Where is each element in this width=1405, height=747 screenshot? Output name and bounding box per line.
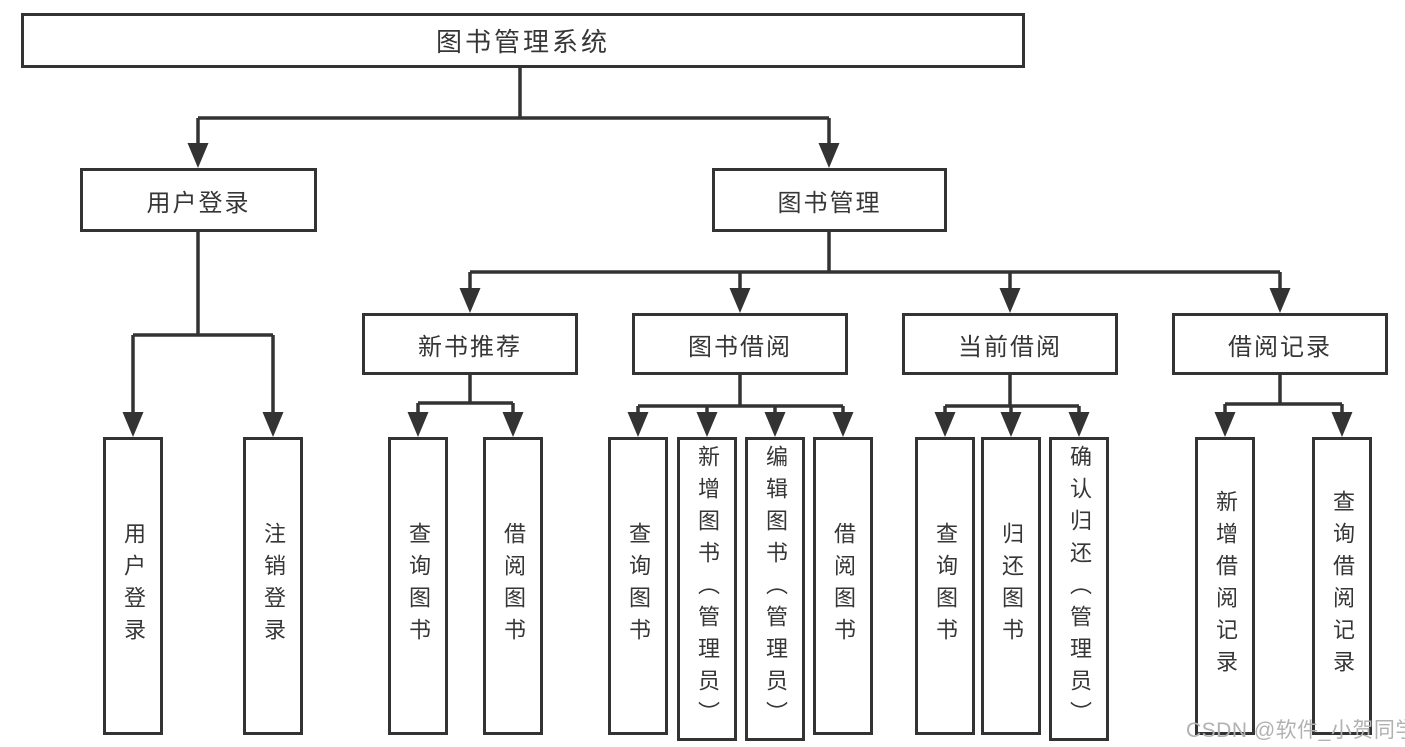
leaf-borrow-edit-book-admin: 编辑图书（管理员） — [745, 437, 805, 741]
node-user-login: 用户登录 — [80, 168, 317, 232]
node-current-borrow: 当前借阅 — [902, 313, 1118, 375]
node-book-management: 图书管理 — [712, 168, 947, 232]
connector-records-to-leaves — [1223, 375, 1344, 415]
leaf-newrec-borrow-book: 借阅图书 — [483, 437, 543, 735]
leaf-user-login: 用户登录 — [103, 437, 163, 735]
leaf-current-query-books: 查询图书 — [915, 437, 975, 735]
leaf-logout: 注销登录 — [243, 437, 303, 735]
connector-userlogin-to-leaves — [131, 232, 275, 415]
node-new-book-recommend: 新书推荐 — [362, 313, 578, 375]
leaf-current-confirm-return-admin: 确认归还（管理员） — [1049, 437, 1109, 741]
connector-root-to-branches — [196, 68, 831, 146]
connector-borrow-to-leaves — [636, 375, 845, 415]
leaf-current-return-book: 归还图书 — [981, 437, 1041, 735]
leaf-newrec-query-books: 查询图书 — [388, 437, 448, 735]
node-book-borrow: 图书借阅 — [632, 313, 848, 375]
node-borrow-records: 借阅记录 — [1172, 313, 1388, 375]
connector-bookmgmt-to-sections — [468, 232, 1282, 292]
leaf-borrow-add-book-admin: 新增图书（管理员） — [677, 437, 737, 741]
node-root-system: 图书管理系统 — [21, 13, 1025, 68]
leaf-borrow-query-books: 查询图书 — [608, 437, 668, 735]
leaf-borrow-borrow-book: 借阅图书 — [813, 437, 873, 735]
leaf-records-add-record: 新增借阅记录 — [1195, 437, 1255, 735]
csdn-watermark: CSDN @软件_小贺同学 — [1186, 719, 1405, 742]
leaf-records-query-record: 查询借阅记录 — [1312, 437, 1372, 735]
connector-current-to-leaves — [943, 375, 1081, 415]
connector-newbook-to-leaves — [416, 375, 515, 415]
